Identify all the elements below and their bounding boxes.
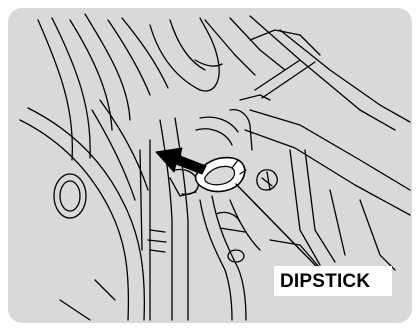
callout-label: DIPSTICK bbox=[280, 271, 370, 293]
